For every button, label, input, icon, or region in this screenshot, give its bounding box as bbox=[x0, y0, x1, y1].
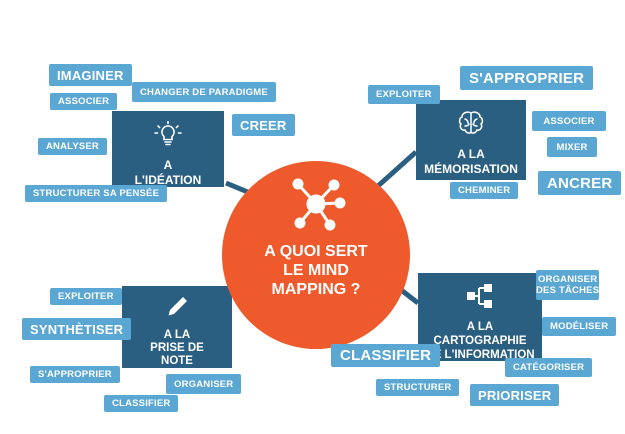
tag-exploiter-memo: EXPLOITER bbox=[368, 85, 440, 104]
tag-cheminer: CHEMINER bbox=[450, 182, 519, 199]
tag-classifier-carto: CLASSIFIER bbox=[331, 344, 441, 367]
center-title: A QUOI SERT LE MIND MAPPING ? bbox=[264, 243, 368, 298]
hub-memorisation-label: A LA MÉMORISATION bbox=[424, 147, 518, 176]
tag-organiser-des-taches: ORGANISER DES TÂCHES bbox=[536, 270, 600, 300]
tag-exploiter-note: EXPLOITER bbox=[50, 288, 122, 305]
tag-analyser: ANALYSER bbox=[38, 138, 107, 155]
hub-memorisation: A LA MÉMORISATION bbox=[416, 100, 526, 180]
tag-structurer-sa-pensee: STRUCTURER SA PENSÉE bbox=[25, 185, 168, 202]
tag-changer-de-paradigme: CHANGER DE PARADIGME bbox=[132, 82, 276, 102]
tag-structurer: STRUCTURER bbox=[376, 379, 460, 396]
hub-ideation-label: A L'IDÉATION bbox=[134, 158, 202, 187]
tag-mixer: MIXER bbox=[547, 137, 597, 157]
molecule-network-icon bbox=[284, 175, 348, 238]
hub-prise-de-note: A LA PRISE DE NOTE bbox=[122, 286, 232, 368]
pencil-icon bbox=[164, 296, 190, 323]
tag-sapproprier-note: S'APPROPRIER bbox=[30, 366, 120, 383]
tag-modeliser: MODÉLISER bbox=[542, 317, 617, 336]
share-network-icon bbox=[465, 283, 495, 314]
tag-categoriser: CATÉGORISER bbox=[505, 358, 593, 377]
tag-sapproprier-memo: S'APPROPRIER bbox=[460, 66, 594, 90]
tag-classifier-note: CLASSIFIER bbox=[104, 395, 179, 412]
tag-associer-ideation: ASSOCIER bbox=[50, 93, 118, 110]
brain-icon bbox=[456, 110, 486, 141]
hub-cartographie: A LA CARTOGRAPHIE DE L'INFORMATION bbox=[418, 273, 542, 361]
tag-prioriser: PRIORISER bbox=[470, 384, 560, 406]
center-circle: A QUOI SERT LE MIND MAPPING ? bbox=[222, 161, 410, 349]
hub-ideation: A L'IDÉATION bbox=[112, 111, 224, 187]
tag-organiser: ORGANISER bbox=[166, 374, 242, 394]
connector-memorisation bbox=[376, 150, 418, 188]
tag-associer-memo: ASSOCIER bbox=[532, 111, 606, 131]
tag-organiser-des-taches-line1: ORGANISER bbox=[537, 274, 598, 285]
tag-synthetiser: SYNTHÈTISER bbox=[22, 318, 132, 340]
tag-ancrer: ANCRER bbox=[538, 171, 622, 195]
tag-imaginer: IMAGINER bbox=[49, 64, 132, 86]
lightbulb-icon bbox=[153, 120, 183, 152]
hub-prise-de-note-label: A LA PRISE DE NOTE bbox=[150, 329, 204, 367]
tag-organiser-des-taches-line2: DES TÂCHES bbox=[536, 285, 600, 296]
tag-creer: CREER bbox=[232, 114, 295, 136]
